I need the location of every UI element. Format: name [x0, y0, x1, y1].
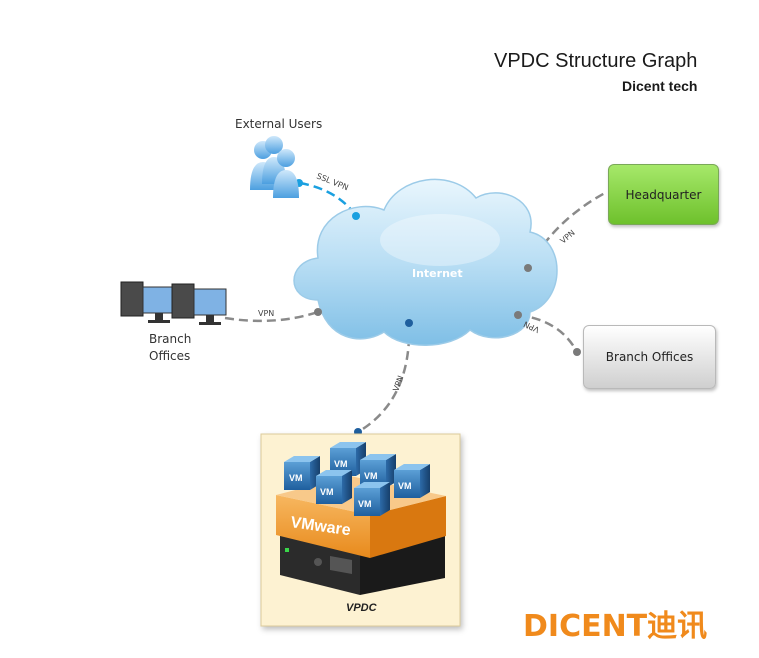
dot-cloud-left	[314, 308, 322, 316]
vpn-hq-label: VPN	[559, 228, 577, 245]
branch-offices-right-label: Branch Offices	[605, 350, 694, 364]
branch-offices-box: Branch Offices	[583, 325, 716, 389]
page-subtitle: Dicent tech	[622, 78, 698, 94]
dot-cloud-vpdc	[405, 319, 413, 327]
internet-cloud	[293, 178, 558, 346]
branch-offices-left-label: Branch Offices	[149, 332, 192, 363]
vpn-left-line	[224, 310, 319, 323]
link-dots	[295, 179, 581, 436]
vm-label: VM	[398, 481, 412, 491]
vm-label: VM	[334, 459, 348, 469]
vm-label: VM	[364, 471, 378, 481]
headquarter-box: Headquarter	[608, 164, 719, 225]
headquarter-label: Headquarter	[625, 187, 702, 202]
vm-label: VM	[358, 499, 372, 509]
dicent-logo: DICENT迪讯	[523, 609, 707, 644]
computers-icon	[120, 281, 227, 325]
users-icon	[250, 136, 299, 198]
vm-label: VM	[289, 473, 303, 483]
page-title: VPDC Structure Graph	[494, 50, 698, 72]
dot-cloud-hq	[524, 264, 532, 272]
dot-cloud-ssl	[352, 212, 360, 220]
external-users-label: External Users	[235, 117, 323, 131]
vpn-vpdc-label: VPN	[391, 374, 405, 392]
vm-cubes	[284, 442, 430, 516]
vpn-left-label: VPN	[258, 309, 274, 318]
vm-label: VM	[320, 487, 334, 497]
dot-branch-right	[573, 348, 581, 356]
vpn-branch-label: VPN	[522, 319, 541, 334]
vpdc-label: VPDC	[346, 602, 378, 614]
vpdc-panel: VM VM VM VM VM VM VMware VPDC	[260, 433, 461, 627]
internet-label: Internet	[412, 267, 463, 280]
dot-cloud-branch	[514, 311, 522, 319]
